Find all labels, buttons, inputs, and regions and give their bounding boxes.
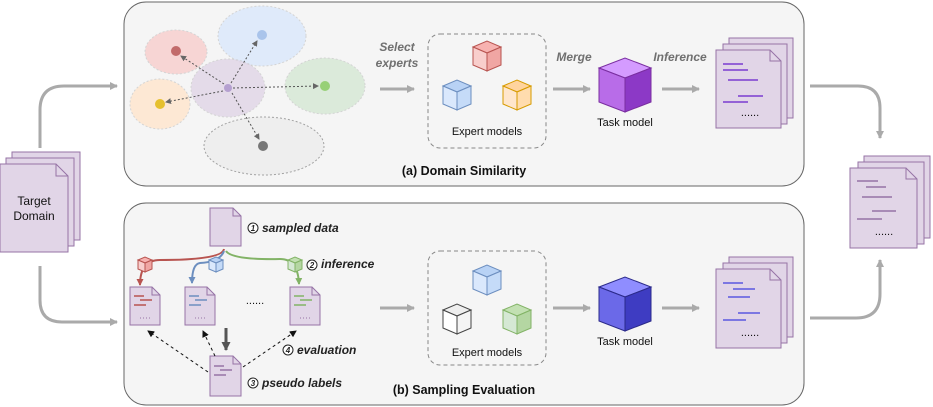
cube-icon — [501, 303, 533, 335]
step-number-2: 2 — [309, 261, 315, 270]
document-icon — [289, 286, 321, 326]
arrow-target-to-b — [38, 266, 118, 326]
output-dots-b: ...... — [741, 327, 759, 339]
arrow-inference-blue — [188, 250, 225, 284]
target-label-line2: Domain — [13, 209, 54, 223]
document-icon — [209, 207, 242, 247]
step-number-4: 4 — [285, 346, 291, 355]
task-model-label-b: Task model — [597, 336, 653, 348]
task-model-cube-b — [597, 276, 653, 332]
task-model-cube-a — [597, 57, 653, 113]
cube-icon — [286, 256, 304, 273]
select-label-line2: experts — [376, 56, 419, 70]
output-document-stack-a: ...... — [715, 37, 794, 129]
arrow-a-to-final — [810, 84, 884, 139]
cube-icon — [471, 264, 503, 296]
expert-models-label-a: Expert models — [452, 126, 523, 138]
similarity-links — [165, 40, 319, 140]
step-number-3: 3 — [251, 379, 256, 388]
select-label-line1: Select — [379, 40, 415, 54]
output-dots-a: ...... — [741, 107, 759, 119]
step-number-1-badge — [247, 222, 259, 234]
cube-icon — [441, 79, 473, 111]
expert-models-box-b — [427, 250, 547, 366]
arrow-inference-red — [136, 248, 225, 286]
prediction-ellipsis: ...... — [246, 295, 264, 307]
step-evaluation: evaluation — [297, 343, 356, 357]
cube-icon — [441, 303, 473, 335]
document-icon — [184, 286, 216, 326]
task-model-label-a: Task model — [597, 117, 653, 129]
arrow-target-to-a — [38, 82, 118, 148]
final-dots: ...... — [875, 226, 893, 238]
document-icon — [129, 286, 161, 326]
cube-icon — [207, 256, 225, 273]
domain-centers — [155, 30, 330, 151]
arrow-b-to-final — [810, 259, 884, 320]
document-icon — [209, 355, 242, 397]
target-domain-stack: Target Domain — [0, 151, 81, 253]
expert-models-box-a — [427, 33, 547, 149]
step-number-1: 1 — [251, 224, 256, 233]
cube-icon — [136, 256, 154, 273]
step-sampled-data: sampled data — [262, 221, 339, 235]
step-number-2-badge — [306, 259, 318, 271]
step-pseudo-labels: pseudo labels — [261, 376, 342, 390]
evaluation-arrows — [147, 330, 297, 373]
final-document-stack: ...... — [849, 155, 931, 249]
merge-label: Merge — [556, 50, 592, 64]
target-label-line1: Target — [17, 194, 51, 208]
caption-b: (b) Sampling Evaluation — [393, 383, 535, 397]
caption-a: (a) Domain Similarity — [402, 164, 526, 178]
output-document-stack-b: ...... — [715, 256, 794, 349]
step-inference: inference — [321, 257, 375, 271]
inference-label: Inference — [653, 50, 707, 64]
step-number-3-badge — [247, 377, 259, 389]
step-number-4-badge — [282, 344, 294, 356]
cube-icon — [501, 79, 533, 111]
panel-sampling-evaluation — [123, 202, 805, 406]
expert-models-label-b: Expert models — [452, 347, 523, 359]
cube-icon — [471, 40, 503, 72]
